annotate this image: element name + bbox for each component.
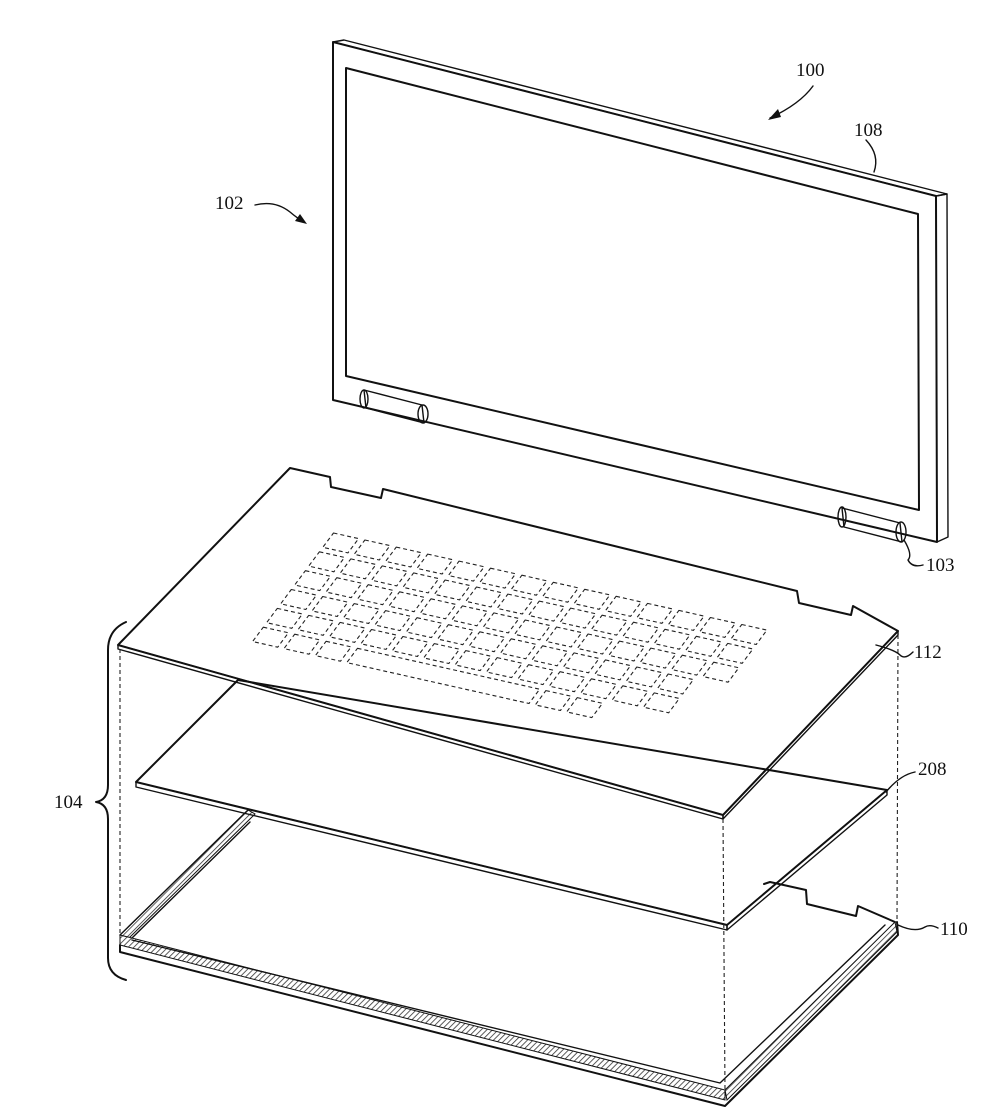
keycap-outline [468,631,506,653]
hinge-left [359,389,429,424]
keycap-outline [604,595,642,617]
keycap-outline [542,581,579,603]
keycap-outline [580,678,618,700]
leader-lines [254,85,939,931]
keycap-outline [405,617,443,639]
keycap-outline [517,664,555,686]
keycap-outline [419,598,457,620]
keycap-outline [639,647,677,669]
keycap-outline [451,605,489,627]
bracket-104 [95,621,127,981]
keycap-outline [573,588,611,610]
keycap-outline [702,661,740,683]
keycap-outline [531,645,569,667]
display-bezel [332,41,938,543]
keycap-outline [322,532,360,554]
keycap-outline [342,603,380,625]
display-screen [345,67,920,511]
keycap-outline [391,635,429,658]
explode-lines [119,634,899,1091]
keycap-outline [559,607,597,629]
keycap-outline [482,612,520,634]
keycap-outline [402,572,440,594]
keycap-outline [437,624,475,646]
label-100: 100 [796,60,825,81]
keycap-outline [385,546,422,568]
keycap-outline [485,657,523,679]
keycap-outline [465,586,503,608]
keycap-outline [642,692,680,714]
keycap-outline [576,633,614,655]
keycap-outline [252,626,289,648]
keycap-outline [294,570,332,592]
display-top-edge [332,39,948,197]
label-104: 104 [54,792,83,813]
keycap-outline [657,673,694,695]
keycap-outline [671,654,708,676]
keycap-outline [548,671,586,693]
keycap-outline [594,659,632,681]
keycap-outline [730,623,768,646]
keycap-outline [514,619,551,641]
hinge-right [837,506,907,543]
keycap-outline [716,642,754,664]
keycap-outline [625,666,663,688]
keycap-outline [325,577,363,599]
keycap-outline [297,614,335,636]
keycap-outline [356,584,394,606]
keycap-outline [454,650,492,672]
keycap-outline [636,602,674,624]
label-208: 208 [918,759,947,780]
keycap-outline [611,685,649,707]
top-case [117,467,899,820]
label-112: 112 [914,642,942,663]
keycap-outline [360,628,398,650]
keycap-outline [308,551,346,573]
keycap-outline [388,591,426,613]
keycap-outline [590,614,628,636]
keycap-outline [499,638,537,660]
keycap-outline [653,628,691,650]
keycap-outline [423,643,461,665]
keycap-outline [622,621,660,643]
keycap-outline [353,539,391,561]
keycap-outline [339,558,377,580]
keycap-outline [328,621,366,643]
keycap-outline [479,567,517,589]
label-110: 110 [940,919,968,940]
keycap-outline [311,595,349,618]
keycap-outline [667,609,705,631]
keycap-outline [608,640,646,662]
keycap-outline [699,616,737,638]
display-right-edge [935,193,949,543]
keycap-outline [374,610,412,632]
intermediate-layer [135,679,888,931]
keyboard-region [252,532,768,719]
keycap-outline [510,574,548,596]
keycap-outline [371,565,408,587]
keycap-outline [496,593,534,615]
label-108: 108 [854,120,883,141]
display-portion [332,39,949,543]
keycap-outline [447,560,485,582]
keycap-outline [266,607,303,629]
keycap-outline [685,635,722,657]
keycap-outline [562,652,600,674]
keycap-outline [545,626,583,648]
keycap-outline [280,588,318,611]
label-102: 102 [215,193,244,214]
bottom-case [119,809,899,1107]
keycap-outline [534,690,572,712]
keycap-outline [283,633,321,655]
label-103: 103 [926,555,955,576]
keycap-outline [314,640,352,662]
keycap-outline [346,647,541,705]
keycap-outline [433,579,471,601]
keycap-outline [566,697,604,719]
keycap-outline [416,553,454,575]
keycap-outline [528,600,565,622]
